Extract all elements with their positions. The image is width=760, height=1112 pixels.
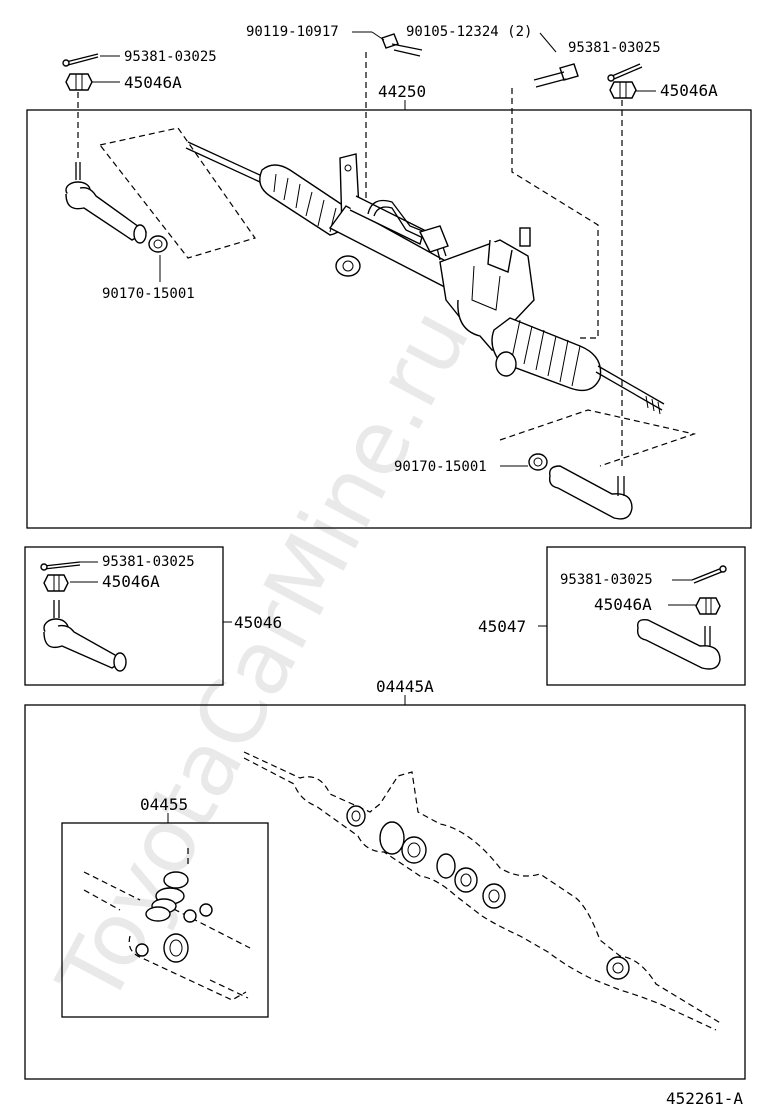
cotter-pin-left-icon	[62, 53, 99, 67]
tie-rod-end-left-box	[43, 600, 127, 672]
locknut-right-label: 90170-15001	[394, 459, 487, 475]
gasket-kit-label: 04445A	[376, 677, 434, 696]
gasket-kit-frame	[24, 704, 746, 1080]
tie-rod-right-label: 45047	[478, 617, 526, 636]
nut-right-label: 45046A	[660, 81, 718, 100]
castle-nut-left-icon	[65, 73, 93, 91]
tie-rod-left-nut-label: 45046A	[102, 572, 160, 591]
tie-rod-right-frame	[546, 546, 746, 686]
assembly-number-label: 44250	[378, 82, 426, 101]
cotter-pin-right-icon	[607, 63, 643, 82]
locknut-right-icon	[528, 453, 548, 471]
pin-right-label: 95381-03025	[568, 40, 661, 56]
bolt-b-icon	[533, 63, 579, 88]
rack-housing-outline	[243, 751, 723, 1031]
tie-rod-end-right	[548, 465, 633, 520]
locknut-left-icon	[148, 235, 168, 253]
sub-kit-label: 04455	[140, 795, 188, 814]
castle-nut-right-icon	[609, 81, 637, 99]
tie-rod-left-label: 45046	[234, 613, 282, 632]
tie-rod-left-pin-label: 95381-03025	[102, 554, 195, 570]
steering-rack-body	[185, 141, 665, 415]
bolt-a-label: 90119-10917	[246, 24, 339, 40]
main-assembly-frame	[26, 109, 752, 529]
castle-nut-left-box-icon	[43, 574, 69, 592]
valve-housing-outline	[83, 848, 251, 1001]
bolt-b-label: 90105-12324 (2)	[406, 24, 532, 40]
nut-left-label: 45046A	[124, 73, 182, 92]
diagram-id: 452261-A	[666, 1089, 743, 1108]
tie-rod-left-frame	[24, 546, 224, 686]
pin-left-label: 95381-03025	[124, 49, 217, 65]
tie-rod-right-nut-label: 45046A	[594, 595, 652, 614]
sub-kit-frame	[61, 822, 269, 1018]
tie-rod-end-right-box	[636, 618, 721, 670]
bolt-a-icon	[381, 33, 423, 57]
tie-rod-end-left	[65, 162, 148, 244]
tie-rod-right-pin-label: 95381-03025	[560, 572, 653, 588]
locknut-left-label: 90170-15001	[102, 286, 195, 302]
cotter-pin-right-box-icon	[691, 565, 727, 584]
castle-nut-right-box-icon	[695, 597, 721, 615]
cotter-pin-left-box-icon	[40, 561, 81, 571]
